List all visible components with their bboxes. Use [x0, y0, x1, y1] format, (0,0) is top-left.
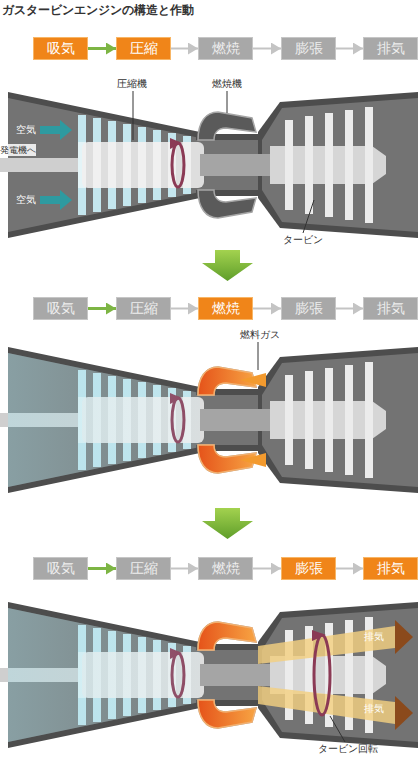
engine [0, 602, 418, 748]
stage-name: 膨張 [295, 40, 323, 58]
leader-line [133, 91, 134, 140]
flow-arrow [336, 308, 363, 310]
flow-arrow [253, 568, 281, 570]
stage-box: 膨張 [281, 37, 336, 60]
stage-box: 圧縮 [116, 297, 171, 320]
flow-arrow [336, 568, 363, 570]
leader-line [303, 200, 314, 233]
flow-arrow [171, 48, 198, 50]
stage-name: 排気 [377, 560, 405, 578]
expansion-overlay [8, 608, 413, 742]
air-arrow [40, 190, 72, 210]
stage-box: 燃焼 [198, 557, 253, 580]
part-label: 排気 [364, 631, 384, 643]
stage-name: 圧縮 [130, 560, 158, 578]
stage-name: 吸気 [47, 40, 75, 58]
exhaust-arrowhead [395, 696, 413, 730]
stage-box: 吸気 [33, 557, 88, 580]
step-arrow [202, 250, 253, 281]
part-label: 圧縮機 [117, 78, 147, 90]
part-label: 排気 [364, 703, 384, 715]
combustor-fire [198, 622, 256, 650]
air-flow [8, 608, 200, 742]
leader-line [258, 342, 259, 370]
stage-name: 燃焼 [212, 40, 240, 58]
stage-name: 排気 [377, 40, 405, 58]
stage-name: 排気 [377, 300, 405, 318]
stage-box: 圧縮 [116, 37, 171, 60]
stage-name: 膨張 [295, 300, 323, 318]
leader-line [227, 91, 228, 113]
stage-box: 排気 [363, 37, 418, 60]
exhaust-arrowhead [395, 620, 413, 654]
flow-arrow [171, 568, 198, 570]
stage-box: 膨張 [281, 557, 336, 580]
engine [0, 347, 418, 493]
stage-box: 燃焼 [198, 297, 253, 320]
part-label: 空気 [16, 124, 36, 136]
flow-arrow [171, 308, 198, 310]
leader-line [330, 716, 345, 742]
engine [0, 92, 418, 238]
stage-name: 燃焼 [212, 560, 240, 578]
stage-name: 燃焼 [212, 300, 240, 318]
air-flow [8, 353, 200, 487]
stage-box: 圧縮 [116, 557, 171, 580]
flow-arrow [253, 308, 281, 310]
stage-box: 膨張 [281, 297, 336, 320]
step-arrow [202, 508, 253, 539]
flow-arrow [88, 307, 116, 310]
intake-overlay [40, 120, 72, 210]
stage-name: 吸気 [47, 560, 75, 578]
flow-arrow [88, 567, 116, 570]
flow-arrow [336, 48, 363, 50]
rotation-arrowhead [312, 630, 326, 641]
part-label: タービン [283, 234, 323, 246]
rotation-arrow [314, 635, 330, 715]
combustion-overlay [8, 353, 266, 487]
combustor-fire [198, 700, 256, 728]
flow-arrow [253, 48, 281, 50]
diagram-title: ガスタービンエンジンの構造と作動 [2, 2, 194, 19]
fuel-jet [240, 373, 266, 387]
stage-box: 燃焼 [198, 37, 253, 60]
part-label: 空気 [16, 194, 36, 206]
flow-arrow [88, 47, 116, 50]
fuel-jet [240, 453, 266, 467]
stage-box: 排気 [363, 297, 418, 320]
stage-name: 圧縮 [130, 40, 158, 58]
part-label: 燃焼機 [212, 78, 242, 90]
part-label: 発電機へ [0, 144, 36, 156]
stage-box: 排気 [363, 557, 418, 580]
stage-name: 圧縮 [130, 300, 158, 318]
stage-box: 吸気 [33, 37, 88, 60]
air-arrow [40, 120, 72, 140]
stage-name: 吸気 [47, 300, 75, 318]
part-label: 燃料ガス [240, 329, 280, 341]
part-label: タービン回転 [318, 743, 378, 755]
stage-box: 吸気 [33, 297, 88, 320]
stage-name: 膨張 [295, 560, 323, 578]
